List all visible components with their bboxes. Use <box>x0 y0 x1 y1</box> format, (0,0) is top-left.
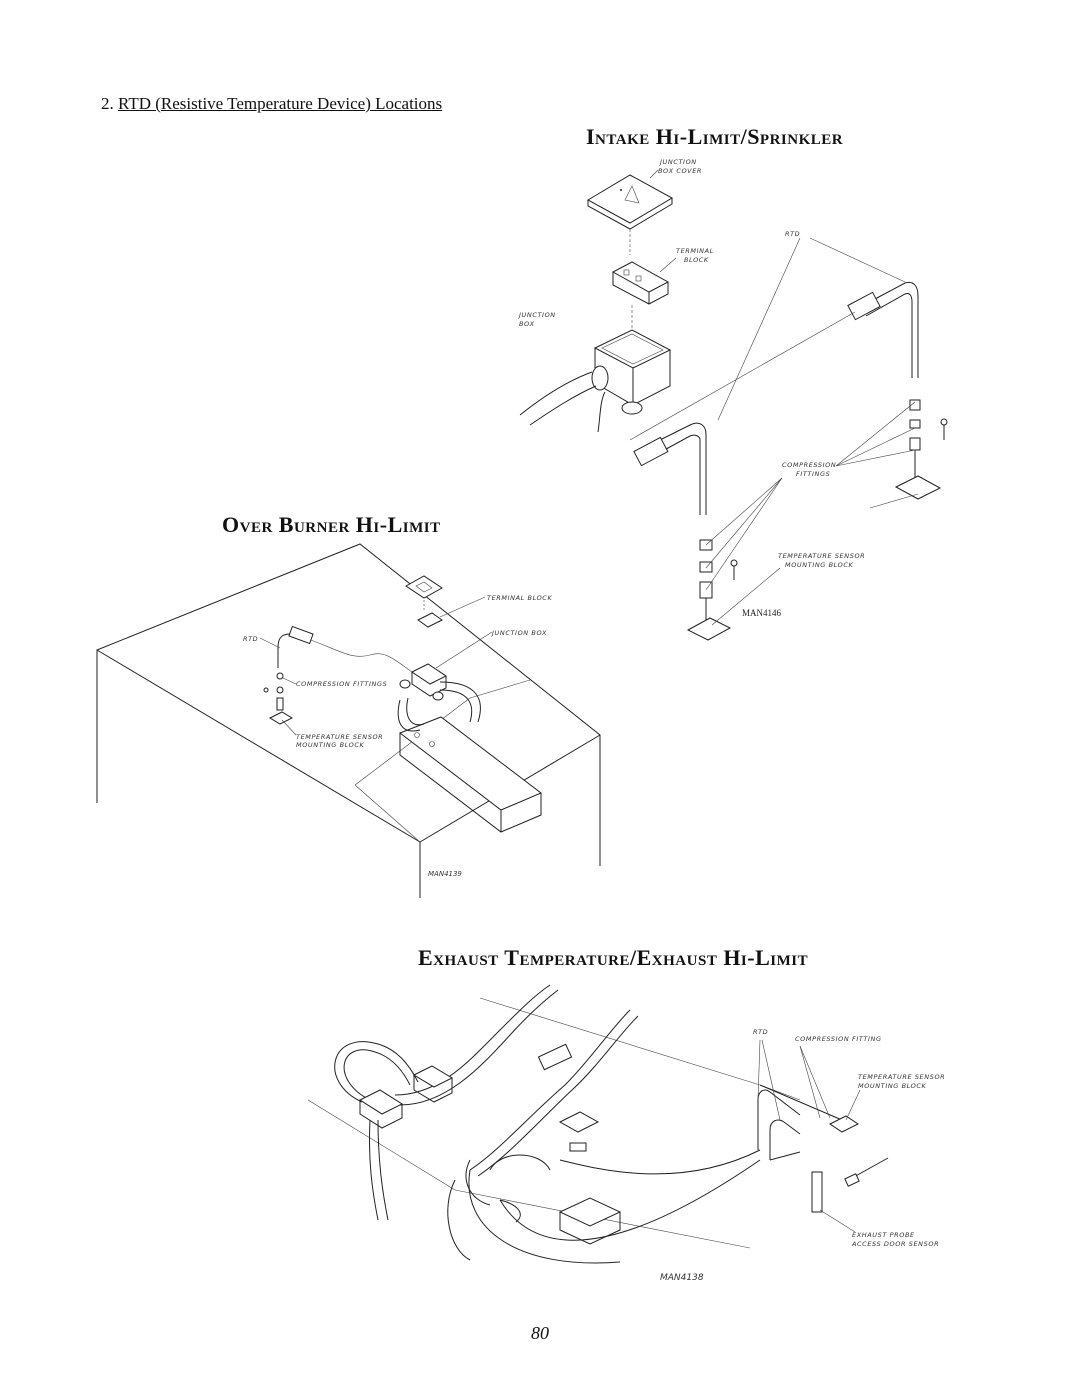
terminal-block <box>611 261 670 305</box>
ex-label-temp-sensor-2: MOUNTING BLOCK <box>858 1082 927 1090</box>
ob-label-temp-sensor-2: MOUNTING BLOCK <box>296 741 365 749</box>
intake-label-terminal-block-2: BLOCK <box>684 256 709 264</box>
ex-figure-id: MAN4138 <box>660 1273 704 1283</box>
intake-diagram: JUNCTION BOX COVER TERMINAL BLOCK JUNCTI… <box>517 158 948 641</box>
exhaust-title: Exhaust Temperature/Exhaust Hi-Limit <box>418 945 809 970</box>
intake-figure-id: MAN4146 <box>742 608 782 618</box>
ob-figure-id: MAN4139 <box>428 870 462 878</box>
ob-label-temp-sensor-1: TEMPERATURE SENSOR <box>296 733 383 741</box>
intake-label-junction-box-cover-2: BOX COVER <box>658 167 702 175</box>
intake-label-junction-box-cover-1: JUNCTION <box>658 158 697 166</box>
ex-label-rtd: RTD <box>753 1028 768 1036</box>
junction-box <box>519 329 672 433</box>
ex-label-compression: COMPRESSION FITTING <box>795 1035 882 1043</box>
intake-label-temp-sensor-1: TEMPERATURE SENSOR <box>778 552 865 560</box>
intake-label-compression-1: COMPRESSION <box>782 461 836 469</box>
intake-label-terminal-block-1: TERMINAL <box>676 247 714 255</box>
junction-box-cover <box>586 174 674 230</box>
over-burner-title: Over Burner Hi-Limit <box>222 512 441 537</box>
section-number: 2. <box>101 94 114 113</box>
intake-label-rtd: RTD <box>785 230 800 238</box>
ex-label-probe-2: ACCESS DOOR SENSOR <box>851 1240 939 1248</box>
intake-label-temp-sensor-2: MOUNTING BLOCK <box>785 561 854 569</box>
intake-rtd-upper <box>629 281 948 500</box>
exhaust-diagram: RTD COMPRESSION FITTING TEMPERATURE SENS… <box>307 984 945 1283</box>
section-heading-text: RTD (Resistive Temperature Device) Locat… <box>118 94 443 113</box>
intake-label-compression-2: FITTINGS <box>796 470 830 478</box>
intake-label-junction-box-2: BOX <box>519 320 535 328</box>
section-heading: 2. RTD (Resistive Temperature Device) Lo… <box>101 94 442 114</box>
ex-label-probe-1: EXHAUST PROBE <box>852 1231 915 1239</box>
intake-title: Intake Hi-Limit/Sprinkler <box>586 124 844 149</box>
ob-label-junction-box: JUNCTION BOX <box>490 629 547 637</box>
intake-label-junction-box-1: JUNCTION <box>517 311 556 319</box>
ob-label-compression: COMPRESSION FITTINGS <box>296 680 387 688</box>
over-burner-diagram: TERMINAL BLOCK JUNCTION BOX RTD COMPRESS… <box>96 543 601 898</box>
ex-label-temp-sensor-1: TEMPERATURE SENSOR <box>858 1073 945 1081</box>
page-number: 80 <box>531 1323 549 1343</box>
ob-label-terminal-block: TERMINAL BLOCK <box>487 594 552 602</box>
ob-label-rtd: RTD <box>243 635 258 643</box>
